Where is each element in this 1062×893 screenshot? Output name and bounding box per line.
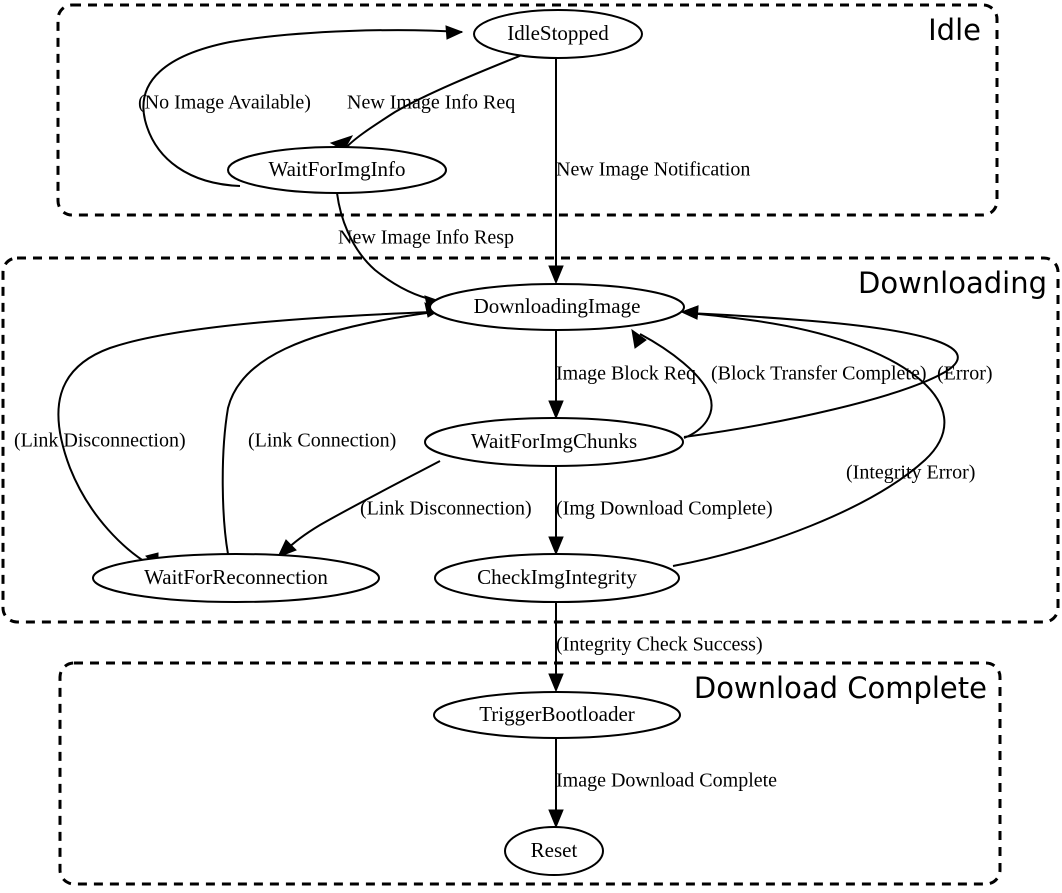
edge-WaitForImgChunks-to-CheckImgIntegrity	[548, 466, 564, 556]
edge-label-e10: (Link Disconnection)	[360, 498, 532, 520]
node-label-CheckImgIntegrity: CheckImgIntegrity	[477, 565, 637, 589]
node-TriggerBootloader[interactable]: TriggerBootloader	[433, 691, 681, 739]
edge-WaitForImgChunks-to-WaitForReconnection	[277, 460, 441, 558]
nodes-layer: IdleStoppedWaitForImgInfoDownloadingImag…	[92, 9, 685, 876]
node-label-Reset: Reset	[531, 838, 578, 862]
cluster-border-download_complete	[58, 661, 1002, 886]
node-shape-WaitForImgChunks[interactable]	[424, 417, 684, 467]
edge-label-e1: (No Image Available)	[138, 92, 311, 114]
edge-path-e9	[221, 311, 435, 555]
cluster-label-download_complete: Download Complete	[694, 671, 987, 705]
edge-arrowhead-e14	[548, 809, 564, 829]
edge-arrowhead-e11	[548, 536, 564, 556]
node-label-WaitForReconnection: WaitForReconnection	[144, 565, 328, 589]
node-label-WaitForImgChunks: WaitForImgChunks	[471, 429, 637, 453]
edge-arrowhead-e13	[548, 673, 564, 693]
node-WaitForReconnection[interactable]: WaitForReconnection	[92, 553, 380, 603]
cluster-label-idle: Idle	[928, 13, 981, 47]
edge-path-e4	[336, 192, 435, 301]
edge-arrowhead-e10	[277, 539, 297, 558]
node-label-WaitForImgInfo: WaitForImgInfo	[268, 157, 405, 181]
node-label-IdleStopped: IdleStopped	[507, 21, 609, 45]
edge-DownloadingImage-to-WaitForImgChunks	[548, 330, 564, 420]
edge-path-e1	[142, 29, 463, 187]
edge-IdleStopped-to-DownloadingImage	[548, 58, 564, 285]
node-IdleStopped[interactable]: IdleStopped	[473, 9, 643, 59]
node-label-DownloadingImage: DownloadingImage	[474, 294, 641, 318]
cluster-border-downloading	[1, 256, 1060, 624]
edge-arrowhead-e1	[445, 25, 464, 40]
edge-label-e11: (Img Download Complete)	[556, 498, 773, 520]
edge-label-e9: (Link Connection)	[248, 430, 396, 452]
edge-path-e10	[283, 460, 441, 553]
edge-path-e8	[57, 311, 433, 566]
edge-label-e6: (Block Transfer Complete)	[711, 363, 927, 385]
edge-path-e6	[639, 333, 713, 439]
edge-arrowhead-e6	[631, 328, 647, 349]
node-Reset[interactable]: Reset	[504, 826, 604, 876]
node-shape-Reset[interactable]	[504, 826, 604, 876]
node-shape-WaitForReconnection[interactable]	[92, 553, 380, 603]
node-WaitForImgChunks[interactable]: WaitForImgChunks	[424, 417, 684, 467]
edge-label-e12: (Integrity Error)	[846, 462, 975, 484]
edge-arrowhead-e12	[680, 305, 699, 320]
node-shape-CheckImgIntegrity[interactable]	[434, 553, 680, 603]
edge-label-e3: New Image Notification	[556, 159, 750, 181]
cluster-label-downloading: Downloading	[858, 266, 1047, 300]
edge-label-e4: New Image Info Resp	[338, 227, 514, 249]
node-CheckImgIntegrity[interactable]: CheckImgIntegrity	[434, 553, 680, 603]
node-shape-WaitForImgInfo[interactable]	[227, 146, 447, 194]
cluster-download_complete: Download Complete	[58, 661, 1002, 886]
node-shape-DownloadingImage[interactable]	[429, 283, 685, 331]
edge-label-e14: Image Download Complete	[556, 770, 777, 792]
edge-label-e13: (Integrity Check Success)	[556, 634, 763, 656]
edge-CheckImgIntegrity-to-TriggerBootloader	[548, 602, 564, 693]
edge-label-e5: Image Block Req	[556, 363, 696, 385]
edge-TriggerBootloader-to-Reset	[548, 738, 564, 829]
edge-label-e2: New Image Info Req	[347, 92, 515, 114]
cluster-border-idle	[56, 3, 999, 217]
edge-path-e12	[672, 312, 946, 567]
node-label-TriggerBootloader: TriggerBootloader	[479, 702, 635, 726]
edge-WaitForImgInfo-to-IdleStopped	[142, 25, 464, 187]
node-WaitForImgInfo[interactable]: WaitForImgInfo	[227, 146, 447, 194]
edge-label-e7: (Error)	[937, 363, 993, 385]
node-DownloadingImage[interactable]: DownloadingImage	[429, 283, 685, 331]
edge-path-e2	[343, 54, 523, 151]
node-shape-IdleStopped[interactable]	[473, 9, 643, 59]
node-shape-TriggerBootloader[interactable]	[433, 691, 681, 739]
edge-path-e7	[683, 312, 959, 438]
cluster-downloading: Downloading	[1, 256, 1060, 624]
edge-WaitForImgInfo-to-DownloadingImage	[336, 192, 444, 310]
edge-WaitForImgChunks-to-DownloadingImage	[631, 328, 713, 439]
edge-label-e8: (Link Disconnection)	[14, 430, 186, 452]
cluster-idle: Idle	[56, 3, 999, 217]
edge-arrowhead-e3	[548, 265, 564, 285]
edge-labels-layer: (No Image Available) New Image Info ReqNe…	[14, 92, 993, 792]
edge-arrowhead-e5	[548, 400, 564, 420]
edge-CheckImgIntegrity-to-DownloadingImage	[672, 305, 946, 567]
